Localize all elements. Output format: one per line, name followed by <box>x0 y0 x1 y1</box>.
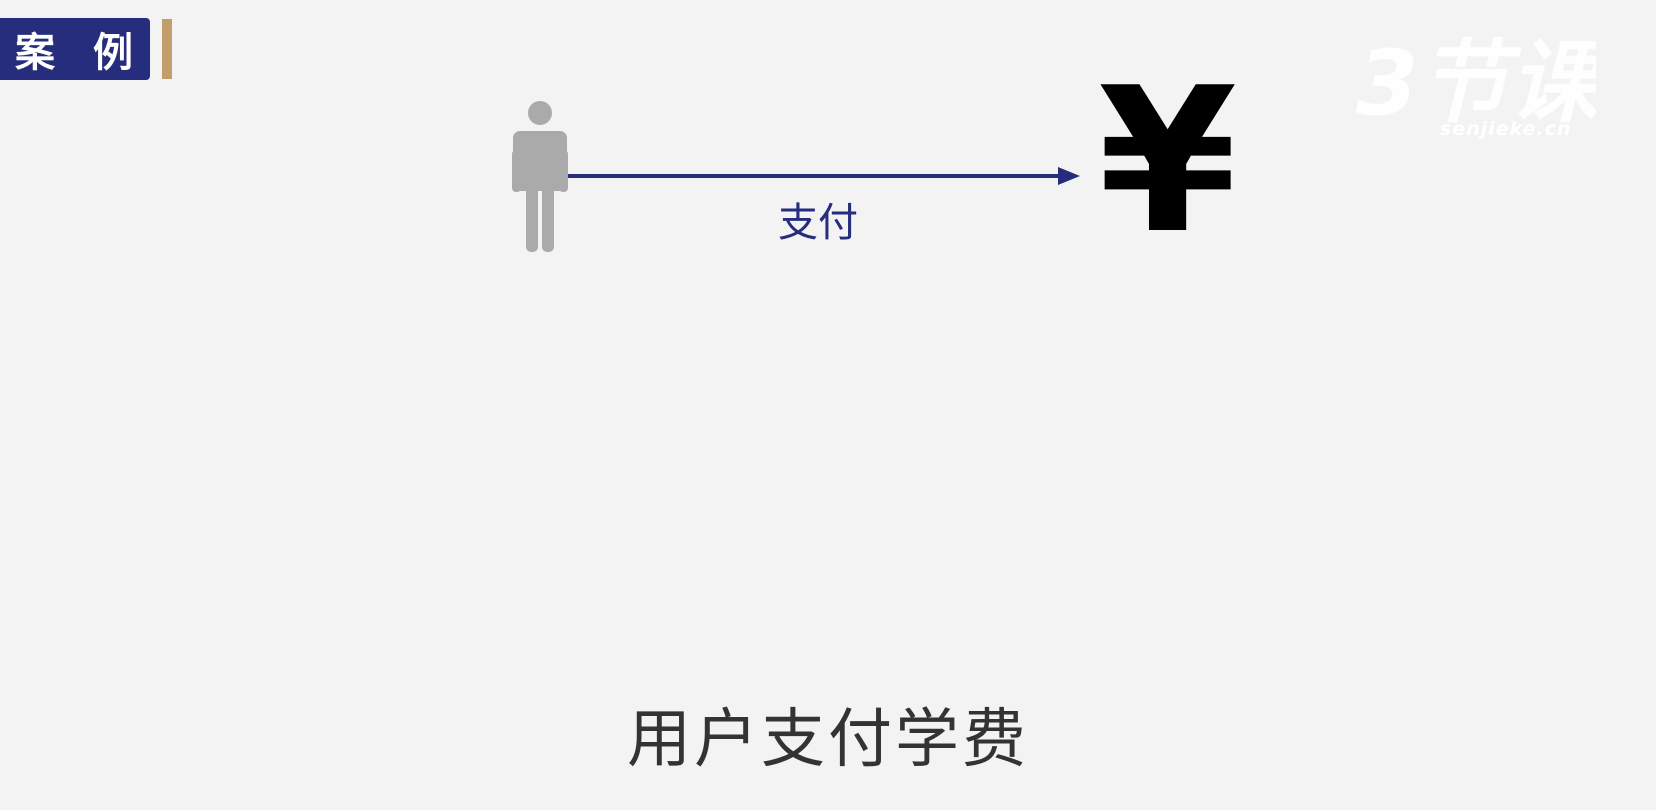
watermark-domain: senjieke.cn <box>1440 118 1572 140</box>
payment-arrow <box>568 167 1080 185</box>
case-badge-label: 案 例 <box>15 30 145 76</box>
watermark-logo-text: 3节课 <box>1356 31 1596 136</box>
payment-diagram <box>512 101 1080 252</box>
arrow-label: 支付 <box>778 200 858 246</box>
case-badge: 案 例 <box>0 18 150 80</box>
yen-icon: ¥ <box>1098 45 1238 278</box>
caption: 用户支付学费 <box>627 703 1029 777</box>
accent-bar <box>162 19 172 79</box>
person-icon <box>512 101 568 252</box>
watermark-logo: 3节课 <box>1356 31 1596 136</box>
